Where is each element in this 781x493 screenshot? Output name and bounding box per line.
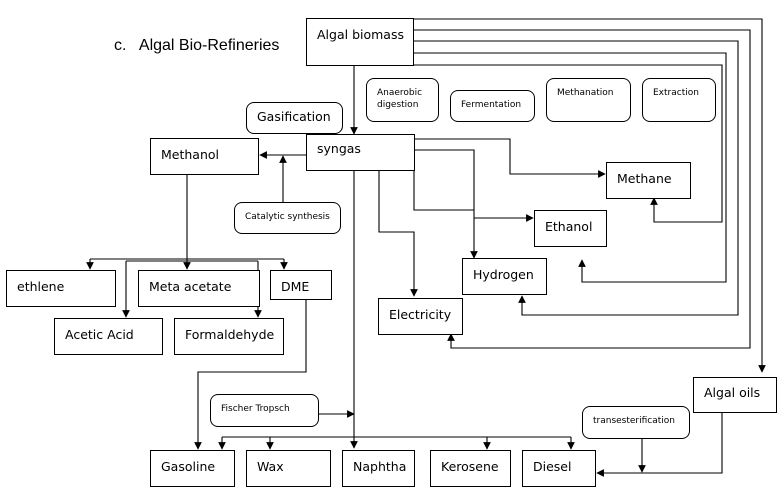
connector-biomass-hydrogen bbox=[413, 40, 739, 316]
connector-algal-oils-diesel bbox=[596, 412, 723, 477]
extraction-label: Extraction bbox=[653, 88, 699, 98]
connector-methanol-acetic-acid bbox=[126, 260, 258, 317]
gasoline-label: Gasoline bbox=[161, 459, 216, 474]
extraction-process: Extraction bbox=[642, 78, 716, 122]
ethlene-box: ethlene bbox=[6, 270, 116, 307]
ethanol-label: Ethanol bbox=[545, 219, 593, 234]
anaerobic-digestion-label: Anaerobic digestion bbox=[377, 88, 423, 110]
gasoline-box: Gasoline bbox=[150, 450, 235, 487]
ethlene-label: ethlene bbox=[17, 279, 65, 294]
fermentation-process: Fermentation bbox=[450, 90, 535, 122]
methane-label: Methane bbox=[617, 171, 672, 186]
methanation-label: Methanation bbox=[557, 88, 614, 98]
acetic-acid-box: Acetic Acid bbox=[54, 318, 163, 355]
connector-syngas-electricity bbox=[378, 170, 418, 297]
wax-box: Wax bbox=[246, 450, 331, 487]
diesel-box: Diesel bbox=[522, 450, 596, 487]
algal-oils-box: Algal oils bbox=[693, 377, 777, 413]
syngas-label: syngas bbox=[317, 141, 361, 156]
meta-acetate-box: Meta acetate bbox=[138, 270, 260, 307]
kerosene-box: Kerosene bbox=[430, 450, 511, 487]
anaerobic-digestion-process: Anaerobic digestion bbox=[366, 78, 439, 122]
connector-biomass-methane bbox=[413, 64, 723, 223]
fermentation-label: Fermentation bbox=[461, 100, 522, 110]
connector-dme-gasoline bbox=[194, 300, 307, 450]
connector-biomass-algal-oils bbox=[413, 18, 766, 373]
kerosene-label: Kerosene bbox=[441, 459, 499, 474]
dme-label: DME bbox=[281, 279, 310, 294]
methanol-label: Methanol bbox=[161, 147, 220, 162]
hydrogen-label: Hydrogen bbox=[473, 267, 534, 282]
methane-box: Methane bbox=[606, 162, 691, 199]
methanol-box: Methanol bbox=[150, 138, 259, 175]
electricity-box: Electricity bbox=[378, 298, 463, 335]
transesterification-label: transesterification bbox=[593, 416, 676, 426]
acetic-acid-label: Acetic Acid bbox=[65, 327, 134, 342]
fischer-tropsch-label: Fischer Tropsch bbox=[221, 404, 290, 414]
catalytic-synthesis-process: Catalytic synthesis bbox=[234, 202, 341, 234]
methanation-process: Methanation bbox=[546, 78, 631, 122]
formaldehyde-box: Formaldehyde bbox=[174, 318, 284, 355]
transesterification-process: transesterification bbox=[582, 406, 690, 439]
naphtha-label: Naphtha bbox=[353, 459, 407, 474]
connector-syngas-hydrogen bbox=[414, 149, 478, 259]
fischer-tropsch-process: Fischer Tropsch bbox=[210, 394, 319, 427]
electricity-label: Electricity bbox=[389, 307, 452, 322]
algal-biomass-label: Algal biomass bbox=[317, 27, 404, 42]
formaldehyde-label: Formaldehyde bbox=[185, 327, 275, 342]
connector-syngas-ethanol bbox=[413, 170, 533, 218]
dme-box: DME bbox=[270, 270, 332, 300]
gasification-process: Gasification bbox=[246, 102, 343, 134]
gasification-label: Gasification bbox=[257, 109, 331, 124]
meta-acetate-label: Meta acetate bbox=[149, 279, 232, 294]
naphtha-box: Naphtha bbox=[342, 450, 415, 487]
ethanol-box: Ethanol bbox=[534, 210, 607, 247]
algal-biomass-box: Algal biomass bbox=[306, 18, 414, 66]
diagram-title: c. Algal Bio-Refineries bbox=[114, 37, 280, 54]
algal-oils-label: Algal oils bbox=[704, 385, 761, 400]
connector-biomass-electricity bbox=[413, 29, 751, 349]
wax-label: Wax bbox=[257, 459, 284, 474]
syngas-box: syngas bbox=[306, 134, 415, 171]
catalytic-synthesis-label: Catalytic synthesis bbox=[245, 212, 330, 222]
connector-biomass-ethanol bbox=[413, 52, 727, 283]
hydrogen-box: Hydrogen bbox=[462, 258, 547, 295]
diesel-label: Diesel bbox=[533, 459, 572, 474]
connector-syngas-methane bbox=[414, 138, 606, 178]
